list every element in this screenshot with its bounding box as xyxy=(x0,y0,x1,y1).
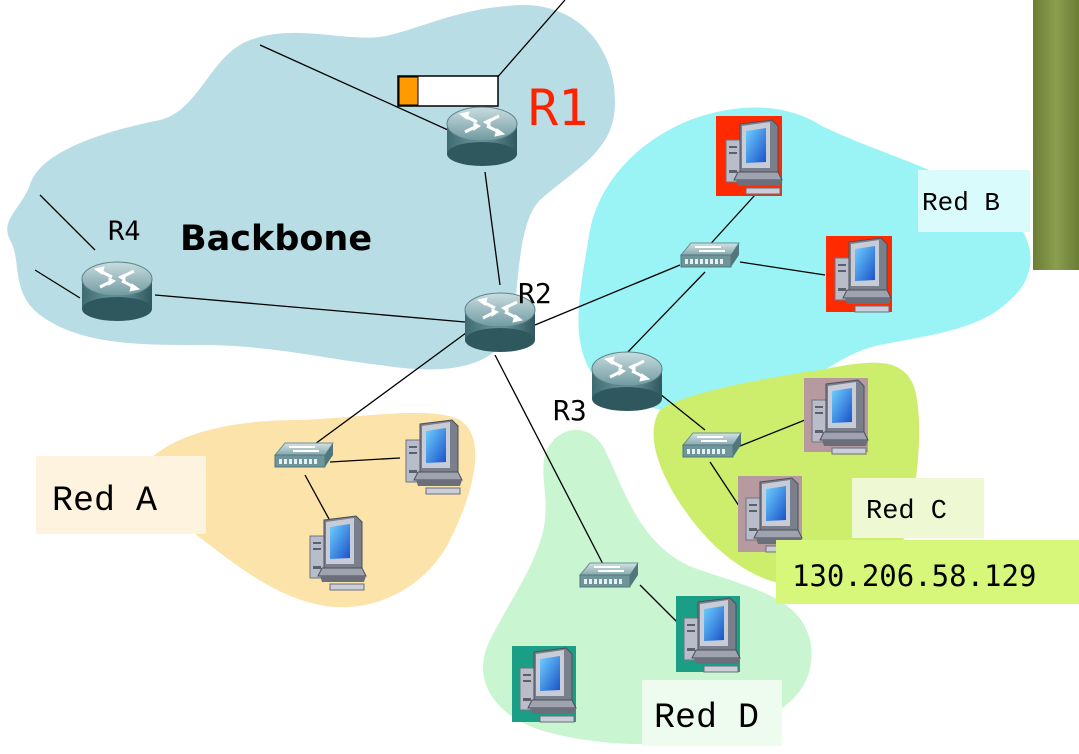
link-r3-switch-c xyxy=(654,389,706,431)
router-icon xyxy=(445,105,519,168)
switch-icon xyxy=(682,432,742,458)
link-r1-west xyxy=(259,44,449,131)
red-a-cloud xyxy=(134,412,476,608)
red-a-label: Red A xyxy=(52,481,157,521)
link-switch-b-pc2 xyxy=(739,261,826,276)
queue-buffer xyxy=(397,75,499,107)
link-switch-a-pc1 xyxy=(329,457,401,463)
red-d-pc-1 xyxy=(676,596,741,673)
red-b-label-bg xyxy=(918,170,1030,232)
link-switch-b-r3 xyxy=(624,271,706,356)
red-b-cloud xyxy=(578,107,1031,413)
router-icon xyxy=(590,350,664,413)
red-c-ip-label: 130.206.58.129 xyxy=(792,559,1036,593)
red-d-pc-2 xyxy=(512,646,577,723)
link-r2-switch-b xyxy=(534,264,681,326)
red-c-pc-2 xyxy=(738,476,803,553)
red-d-label: Red D xyxy=(654,698,759,738)
link-r1-north xyxy=(494,0,566,81)
link-r1-r2 xyxy=(484,171,501,286)
links xyxy=(34,0,826,626)
link-r4-west xyxy=(34,269,81,299)
link-switch-c-pc1 xyxy=(734,417,811,449)
router-icon xyxy=(80,260,154,323)
red-c-label-bg xyxy=(852,478,984,538)
red-d-label-bg xyxy=(642,680,782,746)
backbone-label: Backbone xyxy=(180,219,372,259)
switch-icon xyxy=(579,562,639,588)
r3-label: R3 xyxy=(553,394,587,427)
switch-icon xyxy=(274,442,334,468)
red-c-label: Red C xyxy=(866,497,947,527)
link-r2-switch-a xyxy=(299,329,471,456)
link-switch-b-pc1 xyxy=(704,194,756,251)
red-b-pc-2 xyxy=(826,236,892,313)
red-c-ip-label-bg xyxy=(776,540,1079,604)
red-b-pc-1 xyxy=(716,116,783,196)
red-c-pc-1 xyxy=(804,378,869,455)
red-b-label: Red B xyxy=(922,188,1000,218)
side-bar xyxy=(1033,0,1079,270)
r4-label: R4 xyxy=(108,216,141,247)
link-switch-d-pc1 xyxy=(639,584,681,626)
red-a-label-bg xyxy=(36,456,206,534)
switch-icon xyxy=(680,242,740,268)
r1-label: R1 xyxy=(528,79,588,137)
link-r4-northwest xyxy=(39,194,96,251)
link-r4-r2 xyxy=(154,294,466,323)
link-r2-switch-d xyxy=(494,354,606,569)
r2-label: R2 xyxy=(518,277,552,310)
